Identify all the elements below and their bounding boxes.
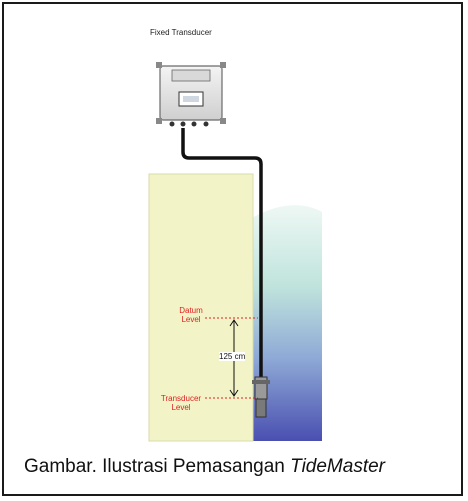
device-title: Fixed Transducer <box>150 28 212 37</box>
datum-level-label: Datum Level <box>170 306 212 324</box>
datum-label-line1: Datum <box>179 306 203 315</box>
figure-caption: Gambar. Ilustrasi Pemasangan TideMaster <box>24 456 385 478</box>
transducer-label-line1: Transducer <box>160 394 202 403</box>
wall <box>148 173 254 442</box>
caption-product-name: TideMaster <box>290 456 386 477</box>
dimension-arrow-down <box>229 389 239 397</box>
distance-label: 125 cm <box>219 352 246 361</box>
transducer-label-line2: Level <box>171 403 191 412</box>
transducer-level-label: Transducer Level <box>154 394 208 412</box>
submerged-transducer <box>252 376 270 418</box>
datum-label-line2: Level <box>181 315 201 324</box>
dimension-arrow-up <box>229 319 239 327</box>
transducer-cable <box>181 128 263 378</box>
fixed-transducer-box <box>156 62 226 127</box>
caption-text: Gambar. Ilustrasi Pemasangan <box>24 456 291 477</box>
